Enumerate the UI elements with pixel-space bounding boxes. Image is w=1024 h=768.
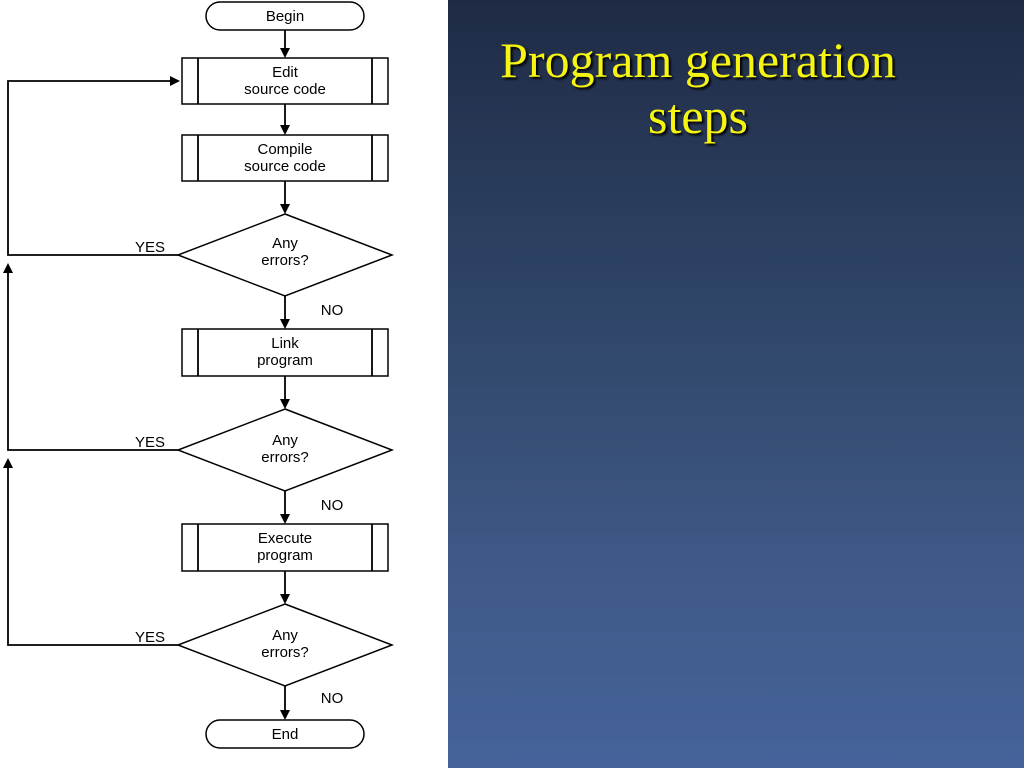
slide-title-line2: steps: [648, 88, 748, 144]
loop-back-arrow-1: [7, 76, 180, 256]
loop-back-arrow-3: [2, 458, 178, 646]
link-label-line1: Link: [271, 335, 299, 352]
no-label-1: NO: [321, 302, 344, 319]
title-panel: Program generation steps: [448, 0, 1024, 768]
compile-label-line2: source code: [244, 158, 326, 175]
decision2-label-line2: errors?: [261, 449, 309, 466]
decision2-label-line1: Any: [272, 432, 298, 449]
loop-back-arrow-2: [2, 263, 178, 451]
end-label: End: [272, 726, 299, 743]
compile-label-line1: Compile: [257, 141, 312, 158]
decision3-label-line2: errors?: [261, 644, 309, 661]
end-terminator: End: [205, 719, 365, 749]
yes-label-3: YES: [135, 629, 165, 646]
begin-terminator: Begin: [205, 1, 365, 31]
execute-program-box: Execute program: [181, 523, 389, 572]
flowchart-panel: Begin Edit source code Compile source co…: [0, 0, 448, 768]
flowchart: Begin Edit source code Compile source co…: [2, 1, 395, 749]
compile-source-code-box: Compile source code: [181, 134, 389, 182]
errors-decision-2: Any errors?: [175, 408, 395, 492]
decision3-label-line1: Any: [272, 627, 298, 644]
decision1-label-line2: errors?: [261, 252, 309, 269]
link-label-line2: program: [257, 352, 313, 369]
errors-decision-1: Any errors?: [175, 213, 395, 297]
execute-label-line2: program: [257, 547, 313, 564]
yes-label-1: YES: [135, 239, 165, 256]
decision1-label-line1: Any: [272, 235, 298, 252]
execute-label-line1: Execute: [258, 530, 312, 547]
edit-source-code-box: Edit source code: [181, 57, 389, 105]
slide-title: Program generation steps: [448, 32, 948, 144]
no-label-3: NO: [321, 690, 344, 707]
no-label-2: NO: [321, 497, 344, 514]
slide-title-line1: Program generation: [500, 32, 896, 88]
edit-label-line1: Edit: [272, 64, 299, 81]
link-program-box: Link program: [181, 328, 389, 377]
edit-label-line2: source code: [244, 81, 326, 98]
errors-decision-3: Any errors?: [175, 603, 395, 687]
begin-label: Begin: [266, 8, 304, 25]
yes-label-2: YES: [135, 434, 165, 451]
